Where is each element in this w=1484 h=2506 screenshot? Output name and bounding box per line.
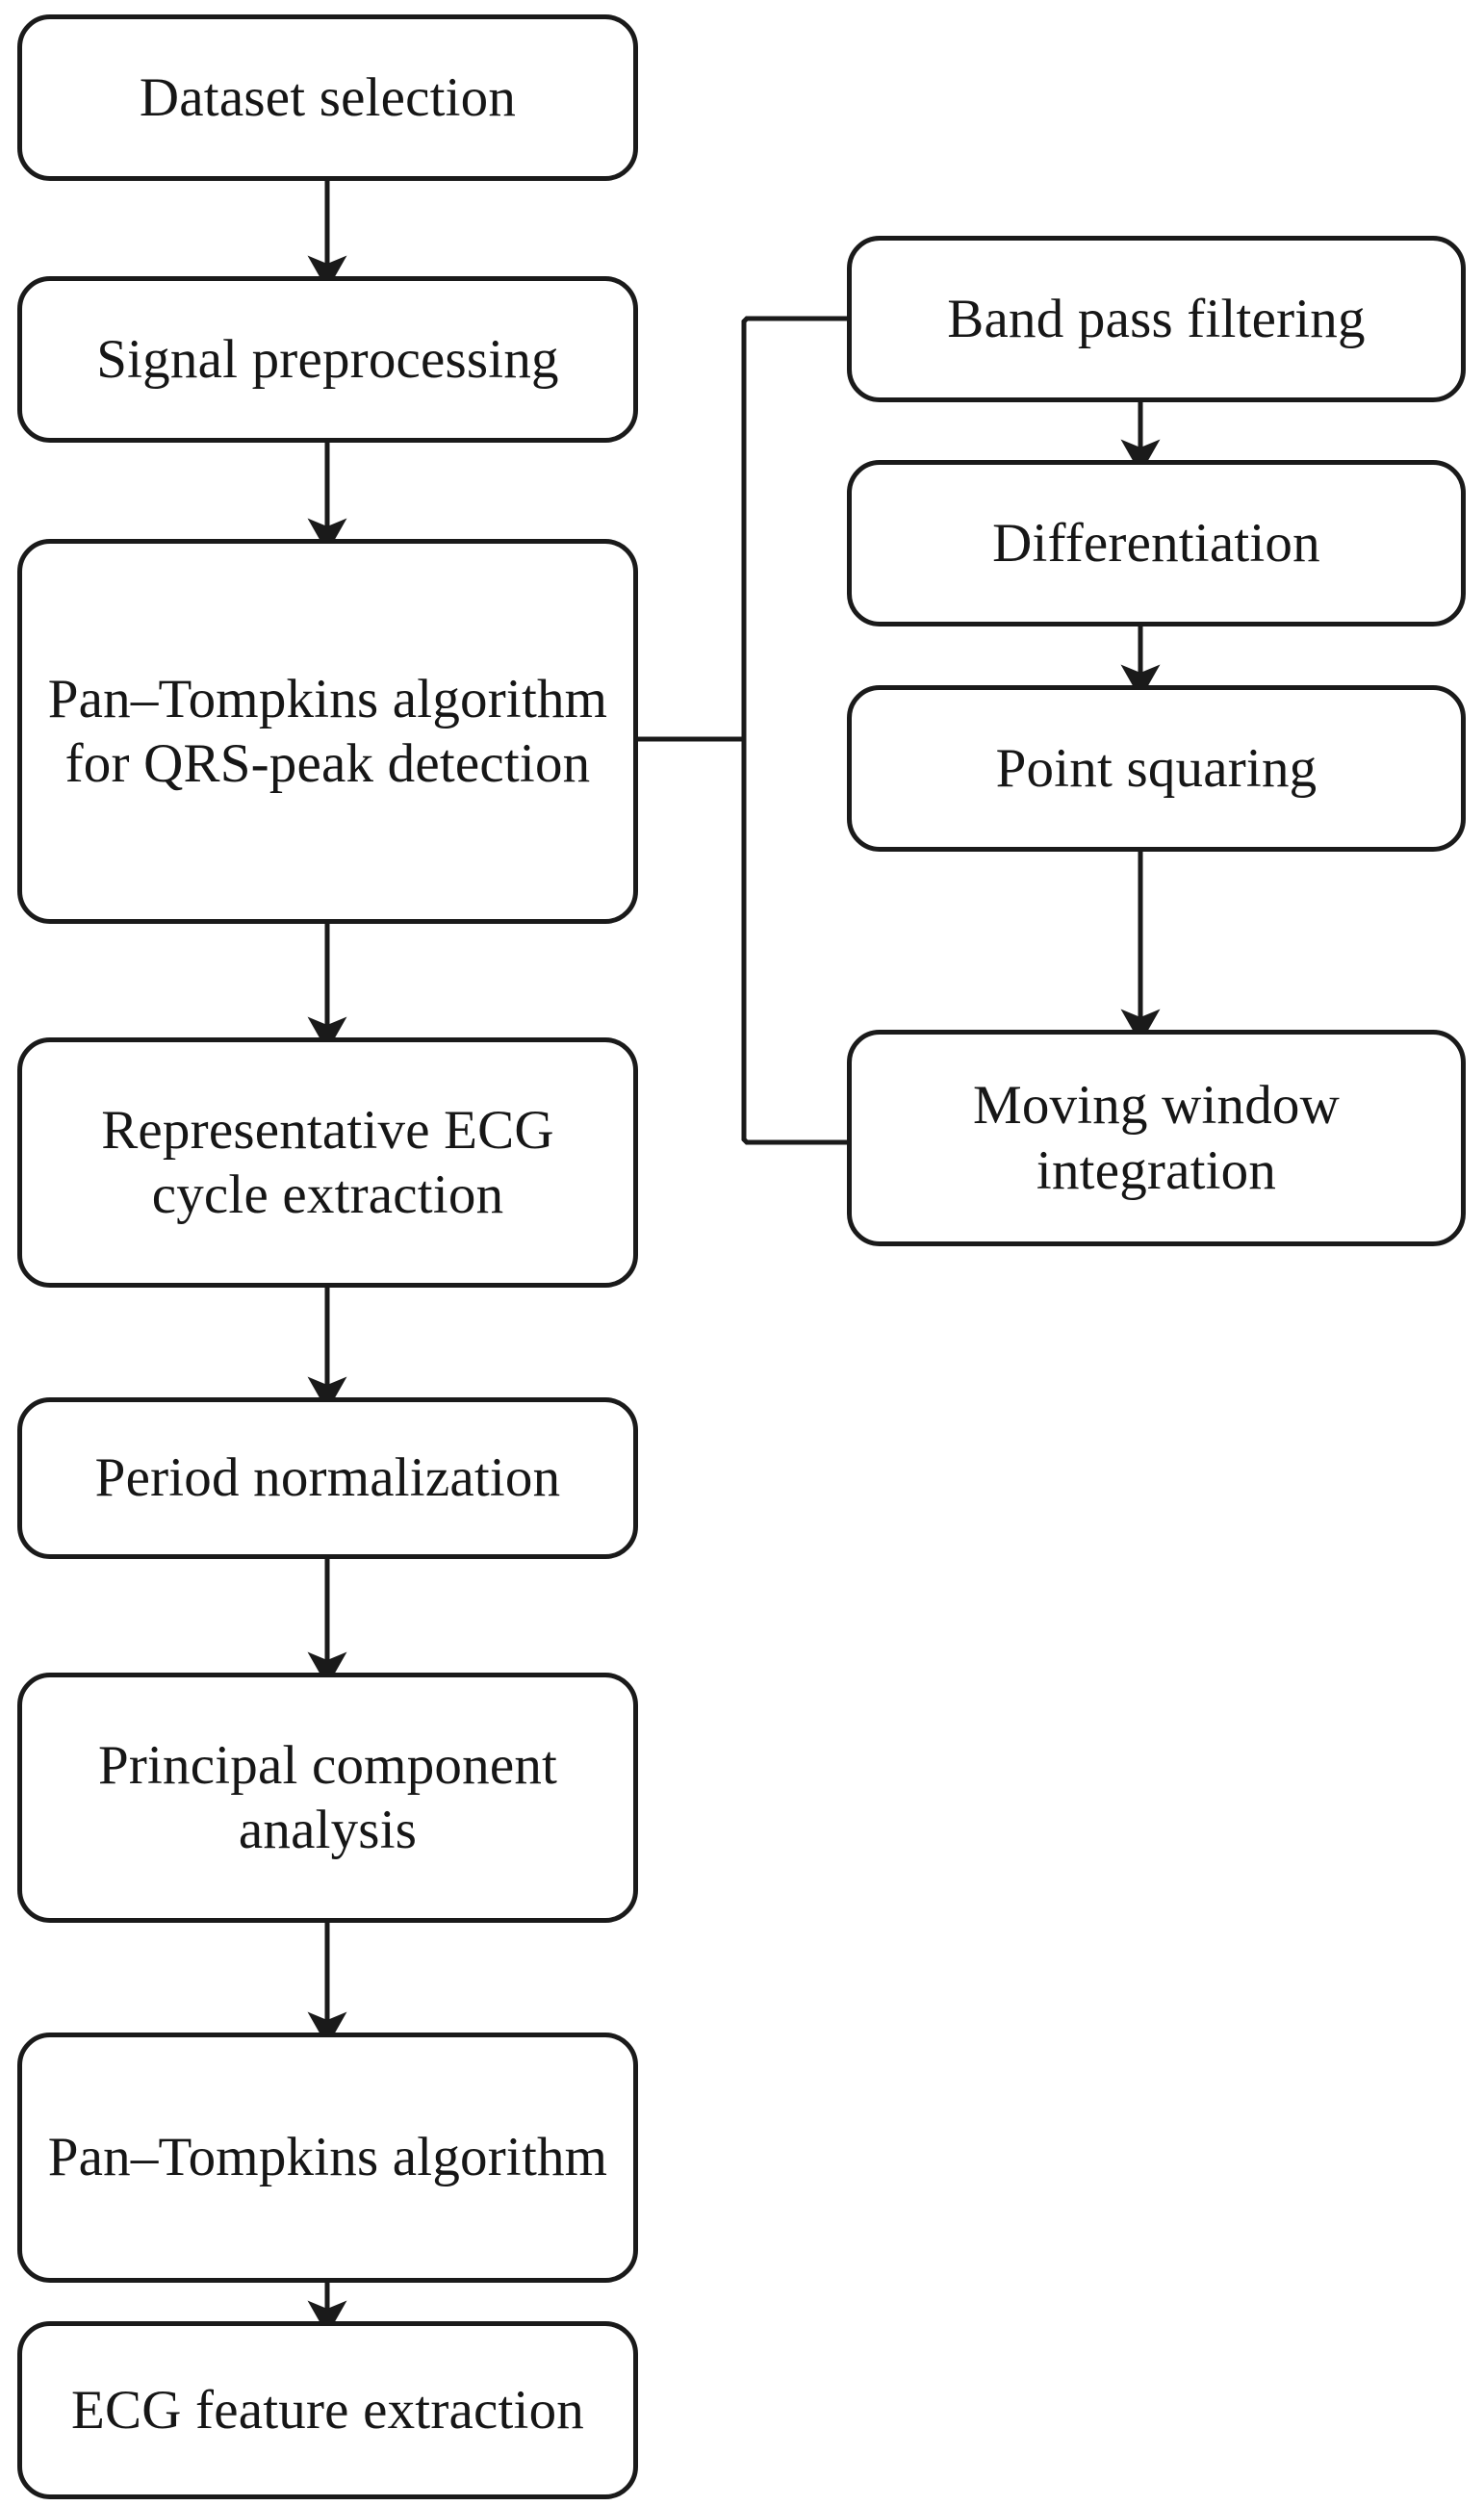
- node-label: Signal preprocessing: [96, 328, 559, 390]
- node-differentiation[interactable]: Differentiation: [847, 460, 1466, 626]
- node-label: Dataset selection: [139, 66, 517, 128]
- bracket-path: [741, 316, 847, 1145]
- node-principal-component-analysis[interactable]: Principal component analysis: [17, 1673, 638, 1923]
- node-label: Pan–Tompkins algorithm: [47, 2127, 608, 2188]
- node-point-squaring[interactable]: Point squaring: [847, 685, 1466, 852]
- node-label: Pan–Tompkins algorithm for QRS-peak dete…: [47, 668, 608, 794]
- node-label: Principal component analysis: [97, 1734, 558, 1860]
- node-label: Band pass filtering: [947, 288, 1366, 349]
- node-representative-ecg-cycle[interactable]: Representative ECG cycle extraction: [17, 1037, 638, 1288]
- node-label: Period normalization: [94, 1447, 561, 1509]
- node-label: Point squaring: [995, 737, 1318, 799]
- node-period-normalization[interactable]: Period normalization: [17, 1397, 638, 1559]
- node-ecg-feature-extraction[interactable]: ECG feature extraction: [17, 2321, 638, 2499]
- node-label: ECG feature extraction: [71, 2379, 584, 2441]
- node-pan-tompkins-algorithm[interactable]: Pan–Tompkins algorithm: [17, 2033, 638, 2283]
- node-pan-tompkins-qrs[interactable]: Pan–Tompkins algorithm for QRS-peak dete…: [17, 539, 638, 924]
- node-band-pass-filtering[interactable]: Band pass filtering: [847, 236, 1466, 402]
- node-label: Moving window integration: [972, 1075, 1341, 1201]
- bracket-connector: [638, 316, 847, 1145]
- node-label: Representative ECG cycle extraction: [101, 1099, 554, 1225]
- node-label: Differentiation: [992, 512, 1320, 574]
- node-moving-window-integration[interactable]: Moving window integration: [847, 1030, 1466, 1246]
- node-signal-preprocessing[interactable]: Signal preprocessing: [17, 276, 638, 443]
- node-dataset-selection[interactable]: Dataset selection: [17, 14, 638, 181]
